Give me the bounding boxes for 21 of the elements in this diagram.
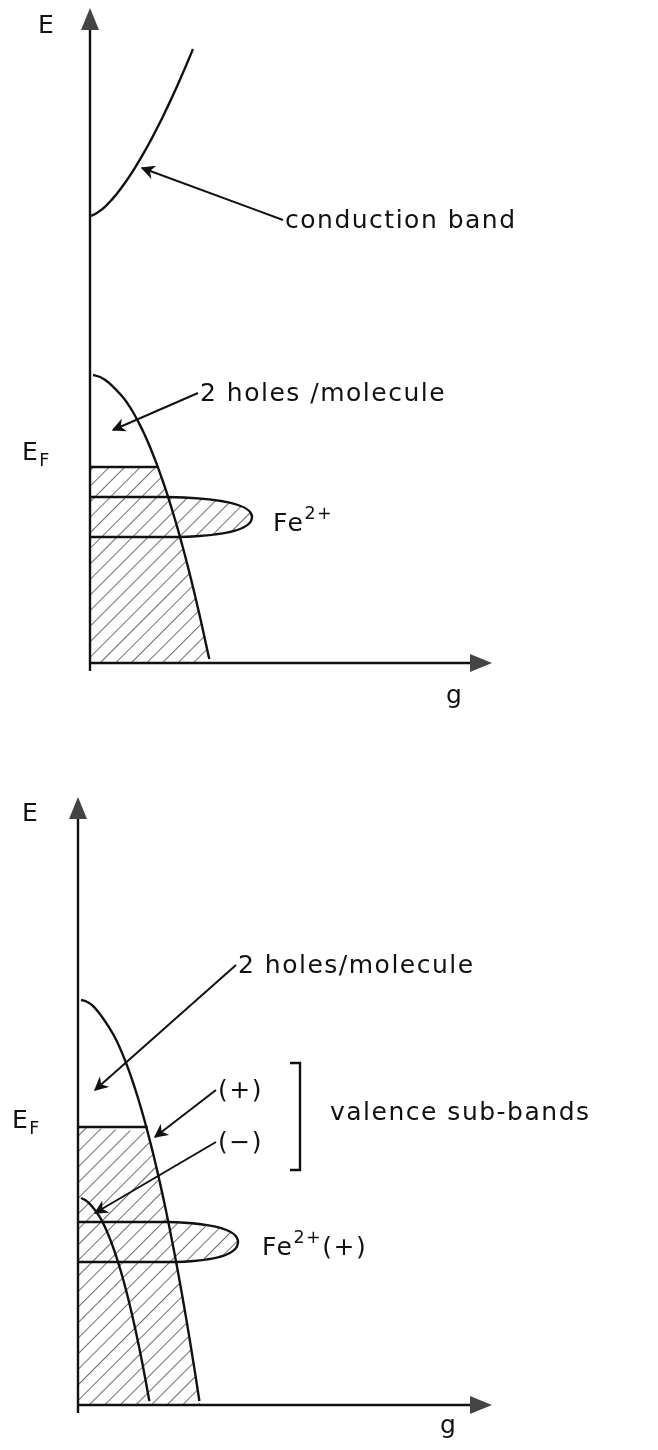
leader-arrow [93, 1141, 217, 1214]
callout-text: (−) [218, 1127, 263, 1157]
level-label: Fe$^{2+}$ [273, 502, 334, 539]
axis-label: E [22, 798, 40, 828]
callout-text: (+) [218, 1075, 263, 1105]
leader-arrow [140, 165, 284, 221]
axis-label: E$_{F}$ [22, 437, 51, 473]
axis-label: g [446, 680, 464, 710]
callout-text: 2 holes /molecule [200, 378, 447, 408]
level-label: Fe$^{2+}$(+) [262, 1226, 368, 1263]
leader-arrow [153, 1089, 217, 1138]
leader-arrow [111, 392, 199, 432]
bracket-label: valence sub-bands [330, 1097, 591, 1127]
conduction-band-curve [89, 48, 195, 218]
valence-band-curve [80, 998, 201, 1402]
callout-text: conduction band [285, 205, 517, 235]
callout-text: 2 holes/molecule [238, 950, 475, 980]
axis-label: g [440, 1410, 458, 1440]
axis-label: E [38, 10, 56, 40]
axis-label: E$_{F}$ [12, 1105, 41, 1141]
leader-arrow [93, 964, 237, 1091]
